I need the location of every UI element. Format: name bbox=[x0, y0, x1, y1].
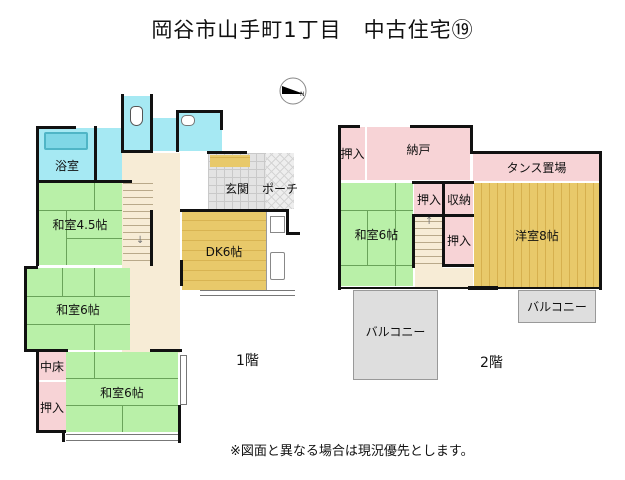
room-label: 納戸 bbox=[406, 143, 431, 157]
toilet-room bbox=[123, 96, 151, 151]
balcony-left: バルコニー bbox=[353, 290, 438, 380]
balcony-right: バルコニー bbox=[518, 290, 596, 323]
kitchen-sink-icon bbox=[270, 252, 285, 280]
window bbox=[66, 434, 178, 441]
shoe-step bbox=[210, 155, 250, 167]
room-label: 和室6帖 bbox=[100, 385, 144, 400]
room-label: ポーチ bbox=[262, 181, 299, 196]
bathtub-icon bbox=[44, 132, 88, 150]
room-oshiire-2f-3: 押入 bbox=[445, 214, 473, 266]
washroom bbox=[96, 128, 122, 182]
room-dk: DK6帖 bbox=[182, 212, 266, 290]
room-shuno: 収納 bbox=[445, 184, 473, 214]
window bbox=[200, 290, 295, 296]
kitchen-counter bbox=[266, 212, 288, 290]
stair-down-arrow-icon: ↓ bbox=[136, 235, 145, 246]
north-compass-icon: N bbox=[278, 76, 308, 106]
room-label: バルコニー bbox=[527, 300, 587, 314]
room-label: 押入 bbox=[39, 400, 64, 415]
room-label: 中床 bbox=[39, 359, 64, 374]
window bbox=[180, 355, 187, 405]
toilet-icon bbox=[130, 106, 143, 126]
urinal-room bbox=[151, 118, 176, 151]
room-label: 和室4.5帖 bbox=[52, 217, 108, 232]
room-label: DK6帖 bbox=[205, 244, 243, 259]
room-oshiire-2f-1: 押入 bbox=[340, 127, 365, 180]
room-label: 玄関 bbox=[224, 181, 249, 196]
room-entrance: 玄関 bbox=[208, 153, 266, 209]
room-washitsu-6-2f: 和室6帖 bbox=[340, 183, 413, 286]
room-label: バルコニー bbox=[365, 324, 426, 339]
room-oshiire: 押入 bbox=[38, 382, 66, 432]
staircase-2f: ↑ bbox=[415, 214, 443, 268]
room-label: 洋室8帖 bbox=[515, 229, 559, 243]
room-washitsu-4-5: 和室4.5帖 bbox=[38, 183, 122, 265]
room-tansu-okiba: タンス置場 bbox=[473, 153, 600, 181]
room-yoshitsu-8: 洋室8帖 bbox=[474, 183, 600, 288]
room-label: 押入 bbox=[416, 192, 441, 207]
room-label: 和室6帖 bbox=[354, 228, 399, 242]
room-oshiire-2f-2: 押入 bbox=[414, 184, 444, 214]
staircase: ↓ bbox=[123, 183, 153, 263]
room-washitsu-6b: 和室6帖 bbox=[66, 352, 178, 432]
room-nakadoko: 中床 bbox=[38, 352, 66, 380]
room-label: 押入 bbox=[340, 147, 365, 161]
svg-text:N: N bbox=[300, 91, 305, 98]
room-label: タンス置場 bbox=[506, 160, 567, 175]
room-nando: 納戸 bbox=[367, 127, 470, 180]
room-label: 押入 bbox=[446, 233, 471, 248]
disclaimer-note: ※図面と異なる場合は現況優先とします。 bbox=[230, 444, 474, 459]
stove-icon bbox=[270, 216, 285, 233]
floor2-label: 2階 bbox=[480, 355, 503, 371]
room-label: 収納 bbox=[446, 192, 471, 207]
room-washitsu-6a: 和室6帖 bbox=[26, 268, 130, 350]
sink-icon bbox=[181, 115, 195, 126]
landing-2f bbox=[415, 268, 473, 288]
room-porch: ポーチ bbox=[262, 153, 298, 209]
room-label: 和室6帖 bbox=[56, 302, 100, 317]
page-title: 岡谷市山手町1丁目 中古住宅⑲ bbox=[151, 18, 474, 42]
stair-up-arrow-icon: ↑ bbox=[425, 216, 434, 227]
room-label: 浴室 bbox=[54, 159, 79, 173]
floor2-plan: 押入 納戸 タンス置場 和室6帖 押入 収納 ↑ 押入 洋室8帖 バルコ bbox=[320, 0, 625, 460]
washbasin-room bbox=[178, 111, 222, 151]
floor1-label: 1階 bbox=[236, 353, 259, 369]
room-bath: 浴室 bbox=[38, 128, 96, 182]
floor1-plan: 浴室 玄関 ポーチ 和室4.5帖 ↓ DK6帖 bbox=[0, 0, 320, 460]
